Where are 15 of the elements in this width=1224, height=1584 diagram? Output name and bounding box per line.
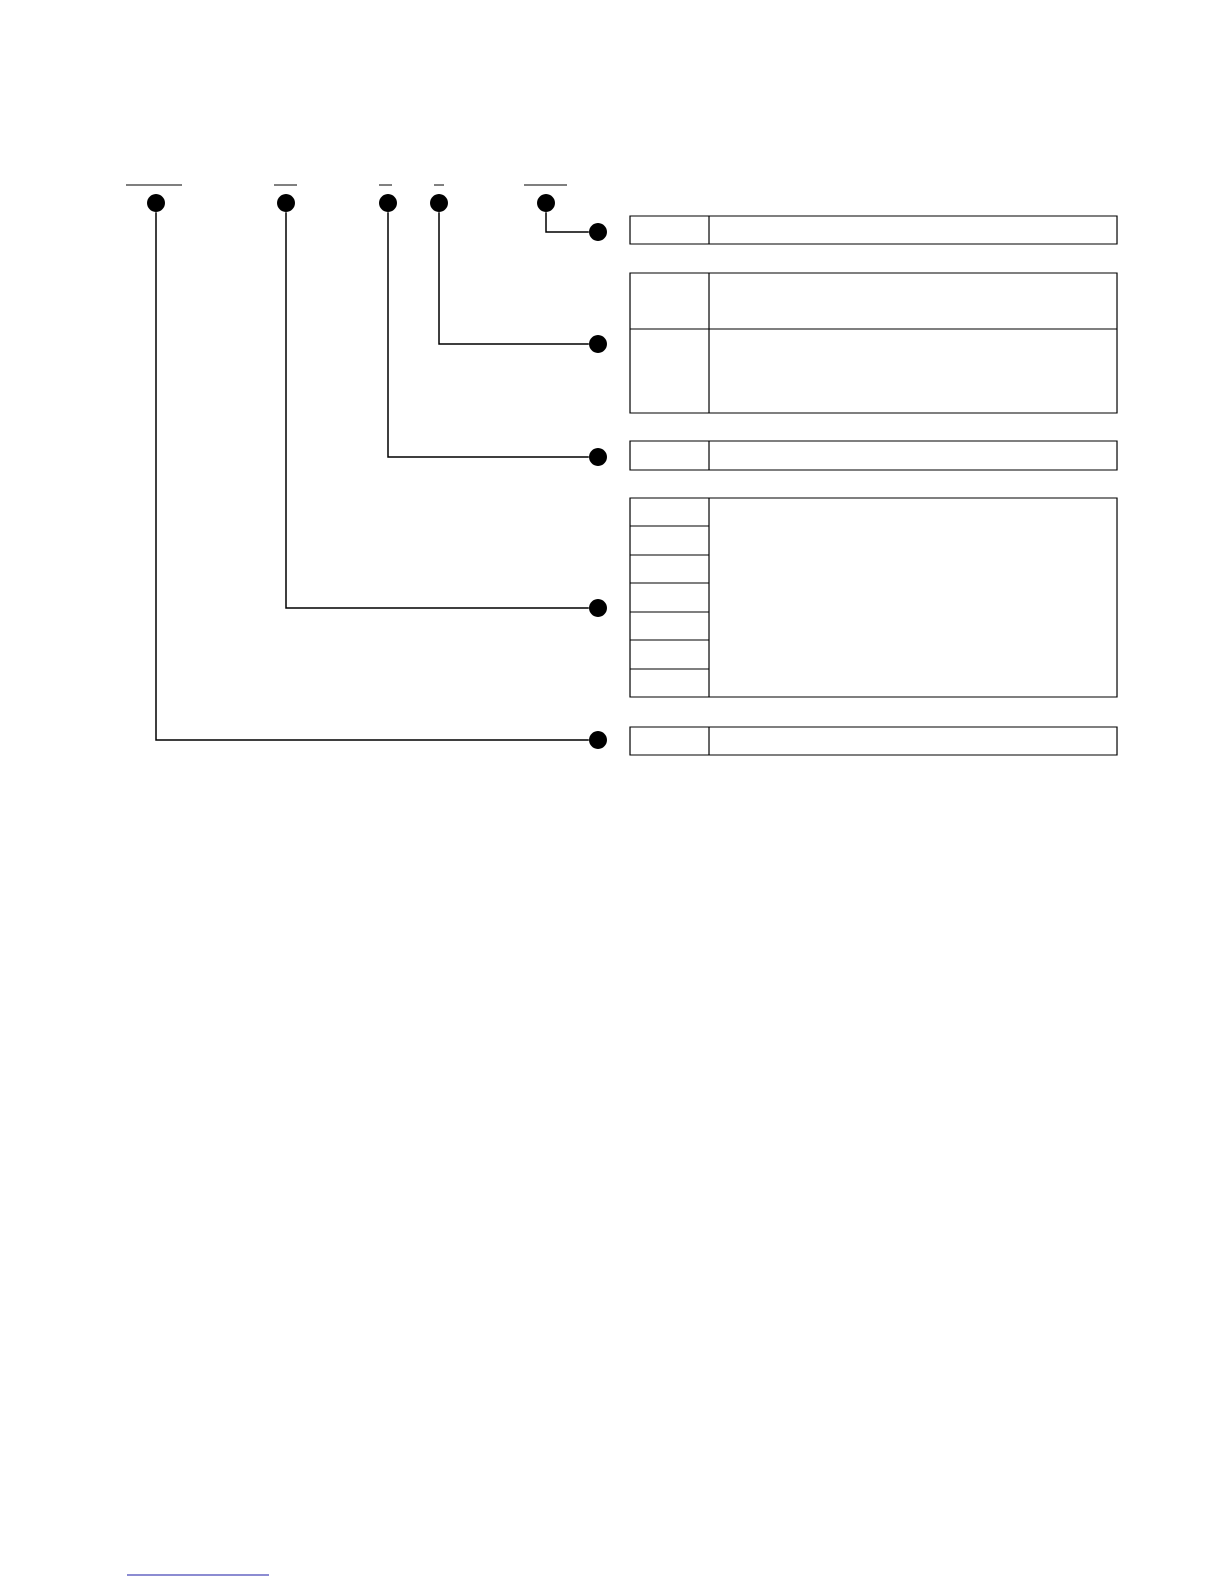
leader-dot — [589, 448, 607, 466]
leader-line — [387, 211, 590, 458]
leader-dot — [589, 335, 607, 353]
leader-dot — [147, 194, 165, 212]
leader-line — [545, 211, 590, 233]
leader-dot — [537, 194, 555, 212]
leader-dot — [379, 194, 397, 212]
leader-dot — [589, 731, 607, 749]
leader-dot — [589, 223, 607, 241]
leader-line — [155, 211, 590, 741]
leader-line — [438, 211, 590, 345]
leader-line — [285, 211, 590, 609]
leader-dot — [430, 194, 448, 212]
leader-dot — [589, 599, 607, 617]
leader-dot — [277, 194, 295, 212]
